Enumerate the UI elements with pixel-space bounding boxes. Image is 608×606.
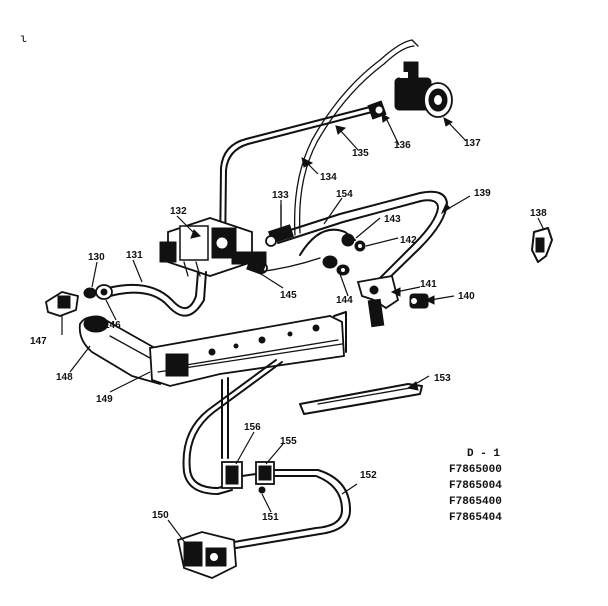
regulator-137 xyxy=(394,61,453,118)
valve-150 xyxy=(176,531,237,579)
label-141: 141 xyxy=(420,279,437,290)
fittings-145 xyxy=(246,257,321,276)
label-151: 151 xyxy=(262,512,279,523)
label-144: 144 xyxy=(336,295,353,306)
label-139: 139 xyxy=(474,188,491,199)
label-149: 149 xyxy=(96,394,113,405)
label-152: 152 xyxy=(360,470,377,481)
diagram-code: D - 1 xyxy=(467,448,501,460)
burner-148 xyxy=(78,315,163,386)
label-132: 132 xyxy=(170,206,187,217)
label-150: 150 xyxy=(152,510,169,521)
label-146: 146 xyxy=(104,320,121,331)
fitting-146 xyxy=(95,284,113,300)
label-154: 154 xyxy=(336,189,353,200)
label-135: 135 xyxy=(352,148,369,159)
label-153: 153 xyxy=(434,373,451,384)
leader-lines xyxy=(61,113,545,545)
label-138: 138 xyxy=(530,208,547,219)
orifice-143-142 xyxy=(299,228,366,256)
label-147: 147 xyxy=(30,336,47,347)
bracket-141 xyxy=(356,274,400,328)
coupling-155 xyxy=(255,461,275,485)
lower-gas-line xyxy=(182,359,351,549)
clip-138 xyxy=(531,227,553,263)
nut-140 xyxy=(409,293,429,309)
fitting-136 xyxy=(367,100,387,120)
rod-153 xyxy=(299,383,423,415)
fitting-151 xyxy=(241,473,266,494)
model-number: F7865000 xyxy=(449,464,502,476)
label-131: 131 xyxy=(126,250,143,261)
label-140: 140 xyxy=(458,291,475,302)
model-number: F7865400 xyxy=(449,496,502,508)
tube-131 xyxy=(107,271,207,317)
tee-156 xyxy=(221,461,243,489)
label-145: 145 xyxy=(280,290,297,301)
burner-tube-139 xyxy=(274,190,448,283)
label-148: 148 xyxy=(56,372,73,383)
label-136: 136 xyxy=(394,140,411,151)
label-155: 155 xyxy=(280,436,297,447)
label-142: 142 xyxy=(400,235,417,246)
label-143: 143 xyxy=(384,214,401,225)
label-137: 137 xyxy=(464,138,481,149)
label-130: 130 xyxy=(88,252,105,263)
fitting-144 xyxy=(322,255,350,276)
fitting-130 xyxy=(83,287,97,299)
model-number: F7865004 xyxy=(449,480,502,492)
fitting-147 xyxy=(44,291,80,317)
model-number-block: D - 1 F7865000 F7865004 F7865400 F786540… xyxy=(449,446,549,526)
label-156: 156 xyxy=(244,422,261,433)
corner-mark: ι xyxy=(20,32,27,46)
valve-132 xyxy=(159,217,268,277)
label-133: 133 xyxy=(272,190,289,201)
burner-149 xyxy=(149,311,347,387)
part-labels: 132 130 131 133 134 135 136 137 138 139 … xyxy=(30,138,547,523)
label-134: 134 xyxy=(320,172,337,183)
upper-gas-line xyxy=(219,39,419,256)
model-number: F7865404 xyxy=(449,512,502,524)
